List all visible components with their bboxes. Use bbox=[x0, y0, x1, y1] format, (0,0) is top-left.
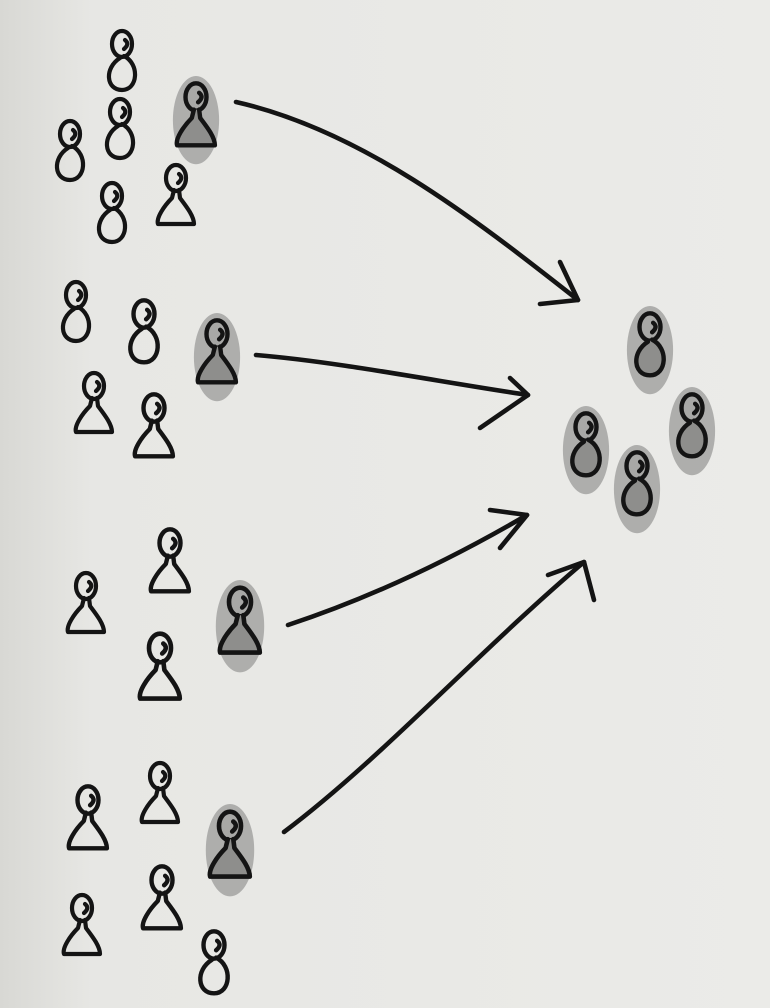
person-icon bbox=[148, 527, 192, 594]
person-icon bbox=[128, 298, 160, 365]
person-icon bbox=[106, 28, 138, 93]
group-4 bbox=[61, 760, 255, 996]
person-icon bbox=[60, 279, 92, 344]
group-2 bbox=[60, 279, 241, 459]
group-3 bbox=[65, 527, 265, 701]
person-icon bbox=[132, 392, 176, 459]
person-icon bbox=[140, 864, 184, 931]
arrow-icon bbox=[233, 99, 581, 307]
highlighted-person-icon bbox=[626, 306, 674, 395]
highlighted-person-icon bbox=[215, 580, 265, 673]
person-icon bbox=[65, 570, 107, 635]
highlighted-person-icon bbox=[668, 387, 716, 476]
highlighted-person-icon bbox=[613, 445, 661, 534]
person-icon bbox=[198, 929, 230, 996]
person-icon bbox=[155, 162, 197, 227]
person-icon bbox=[61, 892, 103, 957]
person-icon bbox=[137, 631, 183, 701]
person-icon bbox=[104, 96, 136, 161]
person-icon bbox=[139, 760, 181, 825]
team-group bbox=[562, 306, 716, 534]
person-icon bbox=[96, 180, 128, 245]
person-icon bbox=[66, 784, 110, 851]
arrows bbox=[233, 99, 597, 835]
highlighted-person-icon bbox=[193, 313, 241, 402]
highlighted-person-icon bbox=[205, 804, 255, 897]
arrow-icon bbox=[253, 352, 531, 431]
arrow-icon bbox=[281, 559, 597, 835]
person-icon bbox=[73, 370, 115, 435]
arrow-icon bbox=[285, 507, 530, 628]
highlighted-person-icon bbox=[562, 406, 610, 495]
highlighted-person-icon bbox=[172, 76, 220, 165]
person-icon bbox=[54, 118, 86, 183]
group-1 bbox=[54, 28, 220, 245]
